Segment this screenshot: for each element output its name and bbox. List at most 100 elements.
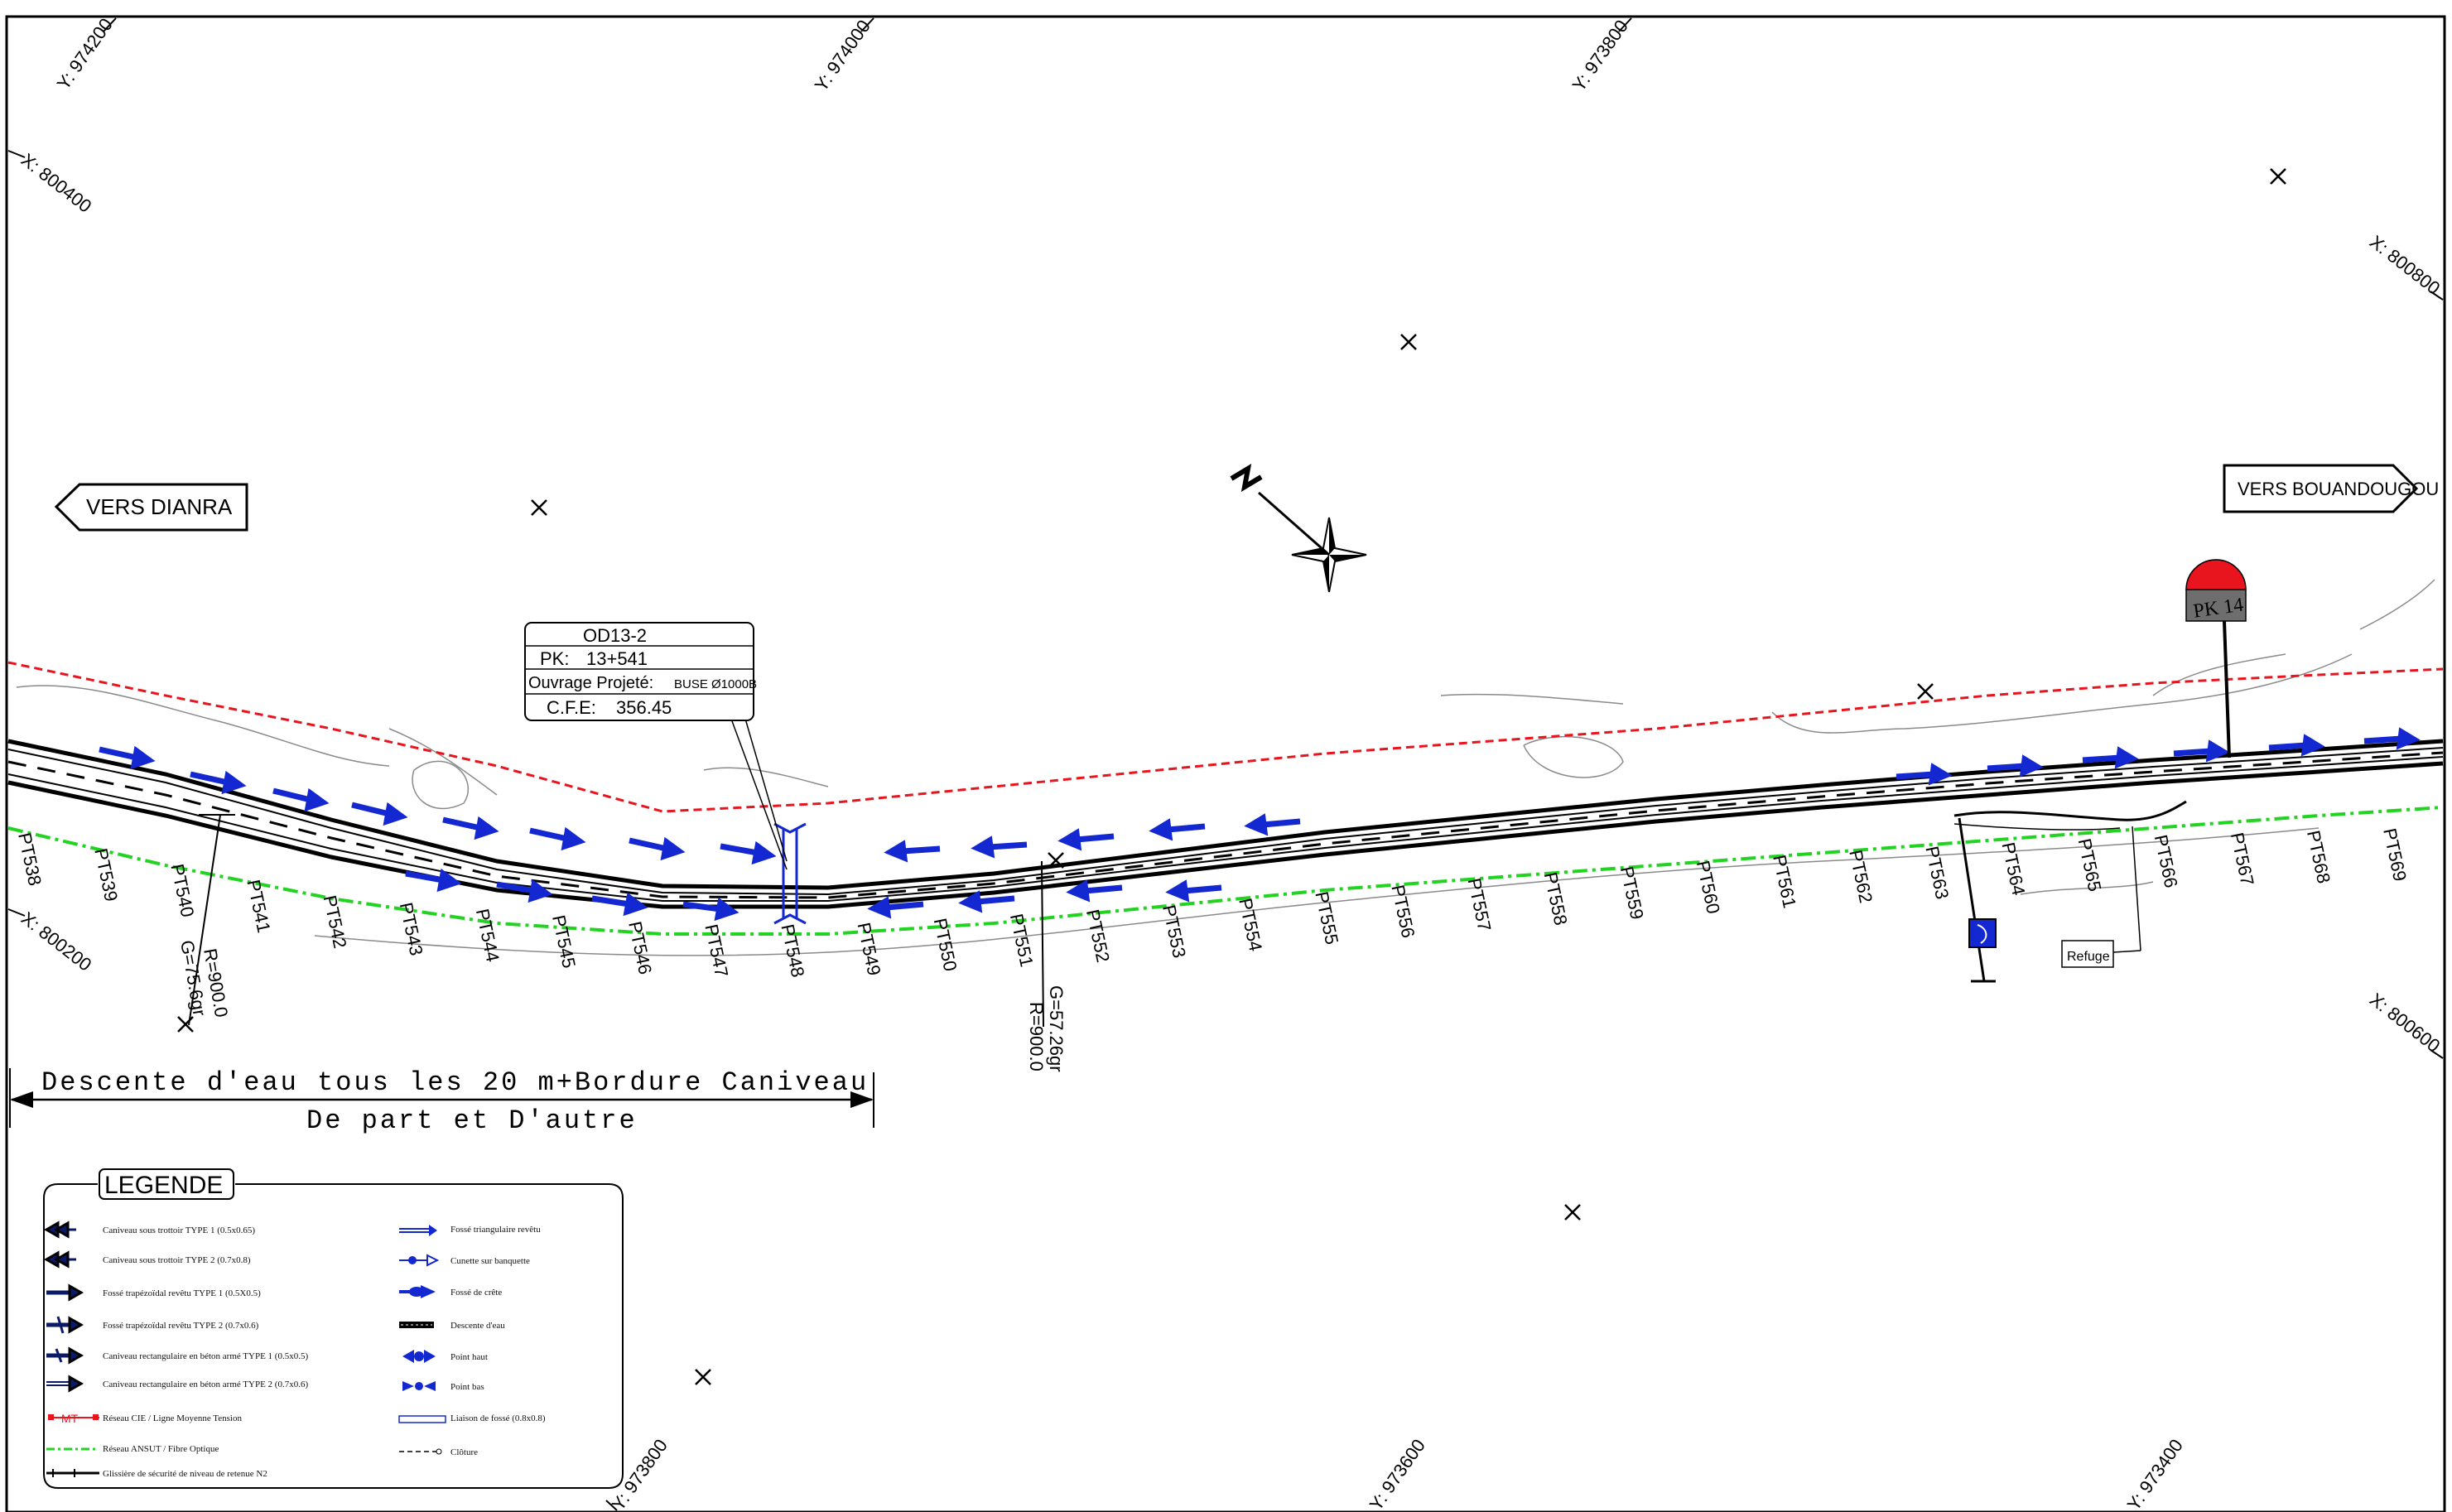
descente-eau-icon bbox=[399, 1322, 434, 1328]
profile-point-label: PT544 bbox=[472, 907, 503, 964]
legend-left-item: Fossé trapézoïdal revêtu TYPE 2 (0.7x0.6… bbox=[103, 1321, 259, 1331]
profile-point-label: PT552 bbox=[1082, 908, 1114, 965]
contour-lines bbox=[16, 579, 2435, 956]
note-line1: Descente d'eau tous les 20 m+Bordure Can… bbox=[41, 1067, 869, 1098]
legend-right-item: Point bas bbox=[450, 1382, 484, 1392]
caniveau-type1-icon bbox=[43, 1221, 76, 1239]
legend-right-item: Fossé de crête bbox=[450, 1288, 502, 1298]
legend-left-item: Réseau CIE / Ligne Moyenne Tension bbox=[103, 1413, 242, 1423]
grid-crosses bbox=[177, 168, 2286, 1385]
grid-label-top-2: Y: 974000 bbox=[811, 16, 874, 95]
profile-point-label: PT568 bbox=[2303, 829, 2334, 886]
profile-point-label: PT546 bbox=[624, 919, 656, 976]
legend-left-item: Caniveau sous trottoir TYPE 1 (0.5x0.65) bbox=[103, 1225, 255, 1235]
fosse-trapezoidal-type1-icon bbox=[46, 1283, 84, 1302]
drawing-frame bbox=[5, 15, 2446, 1512]
structure-box: OD13-2 PK: 13+541 Ouvrage Projeté: BUSE … bbox=[524, 622, 788, 870]
fosse-trapezoidal-type2-icon bbox=[46, 1316, 84, 1334]
profile-point-label: PT557 bbox=[1464, 876, 1496, 933]
mt-power-line bbox=[7, 661, 2444, 813]
structure-ouvrage-value: BUSE Ø1000B bbox=[674, 677, 757, 691]
structure-pk-label: PK: bbox=[540, 648, 569, 669]
profile-point-label: PT548 bbox=[777, 922, 808, 980]
drainage-arrows-upper bbox=[99, 727, 2421, 865]
culvert-buse bbox=[773, 822, 807, 925]
legend-left-item: Caniveau sous trottoir TYPE 2 (0.7x0.8) bbox=[103, 1255, 251, 1265]
profile-point-label: PT562 bbox=[1845, 848, 1876, 905]
legend-right-item: Cunette sur banquette bbox=[450, 1256, 530, 1266]
profile-point-label: PT561 bbox=[1769, 853, 1800, 910]
profile-point-label: PT569 bbox=[2379, 826, 2411, 884]
profile-point-label: PT545 bbox=[548, 913, 580, 970]
structure-pk-value: 13+541 bbox=[586, 648, 648, 669]
curve2-angle: G=57.26gr bbox=[1046, 985, 1067, 1072]
profile-point-label: PT554 bbox=[1235, 896, 1266, 953]
structure-ouvrage-label: Ouvrage Projeté: bbox=[528, 674, 653, 692]
road bbox=[7, 739, 2444, 909]
legend-left-item: Caniveau rectangulaire en béton armé TYP… bbox=[103, 1380, 308, 1389]
legend-right-item: Descente d'eau bbox=[450, 1321, 505, 1331]
direction-left-label: VERS DIANRA bbox=[86, 494, 233, 519]
legend-right-item: Clôture bbox=[450, 1447, 478, 1457]
legend-title: LEGENDE bbox=[104, 1172, 223, 1199]
caniveau-type2-icon bbox=[43, 1250, 76, 1269]
drainage-arrows-lower bbox=[405, 868, 1222, 922]
fosse-triangulaire-icon bbox=[399, 1225, 437, 1236]
profile-point-label: PT553 bbox=[1159, 903, 1190, 961]
cunette-banquette-icon bbox=[399, 1254, 440, 1267]
structure-cfe-label: C.F.E: bbox=[547, 697, 596, 718]
grid-label-top-1: Y: 974200 bbox=[53, 14, 117, 94]
profile-point-label: PT567 bbox=[2227, 831, 2258, 888]
profile-point-label: PT543 bbox=[396, 901, 427, 958]
legend-mt-tag: MT bbox=[61, 1412, 79, 1425]
profile-point-label: PT539 bbox=[90, 846, 122, 903]
direction-right: VERS BOUANDOUGOU bbox=[2223, 464, 2439, 513]
note-line2: De part et D'autre bbox=[306, 1105, 638, 1136]
profile-point-label: PT556 bbox=[1387, 883, 1419, 940]
point-haut-icon bbox=[402, 1350, 436, 1363]
legend-left-item: Fossé trapézoïdal revêtu TYPE 1 (0.5X0.5… bbox=[103, 1288, 261, 1298]
point-bas-icon bbox=[402, 1381, 436, 1391]
curve-annotations: R=900.0 G=75.6gr G=57.26gr R=900.0 bbox=[176, 814, 1067, 1072]
structure-cfe-value: 356.45 bbox=[616, 697, 672, 718]
grid-label-right-2: X: 800600 bbox=[2366, 989, 2444, 1056]
cloture-icon bbox=[399, 1448, 442, 1455]
liaison-fosse-icon bbox=[398, 1415, 446, 1423]
grid-label-right-1: X: 800800 bbox=[2366, 231, 2444, 298]
fibre-optic-line bbox=[7, 806, 2444, 936]
legend-left-item: Glissière de sécurité de niveau de reten… bbox=[103, 1469, 267, 1479]
legend: LEGENDE MT Caniveau sous trottoir TYPE 1 bbox=[43, 1168, 624, 1489]
profile-point-label: PT547 bbox=[701, 922, 732, 980]
legend-left-item: Caniveau rectangulaire en béton armé TYP… bbox=[103, 1351, 308, 1361]
legend-left-symbols bbox=[43, 1221, 99, 1477]
grid-label-bottom-2: Y: 973600 bbox=[1366, 1435, 1429, 1512]
profile-point-label: PT555 bbox=[1311, 889, 1342, 946]
structure-name: OD13-2 bbox=[583, 625, 647, 646]
profile-point-label: PT563 bbox=[1921, 845, 1953, 902]
legend-right-item: Fossé triangulaire revêtu bbox=[450, 1225, 541, 1235]
profile-point-label: PT564 bbox=[1998, 840, 2030, 898]
legend-right-item: Liaison de fossé (0.8x0.8) bbox=[450, 1413, 546, 1423]
legend-right-item: Point haut bbox=[450, 1352, 488, 1362]
legend-right-symbols bbox=[398, 1225, 446, 1455]
caniveau-rect-type1-icon bbox=[46, 1346, 84, 1365]
grid-label-left-1: X: 800400 bbox=[17, 149, 95, 216]
fosse-crete-icon bbox=[399, 1285, 436, 1298]
direction-left: VERS DIANRA bbox=[54, 483, 248, 532]
grid-label-left-2: X: 800200 bbox=[17, 908, 95, 975]
refuge-label: Refuge bbox=[2067, 950, 2110, 964]
pk-marker: PK 14 bbox=[2185, 559, 2247, 758]
grid-label-bottom-3: Y: 973400 bbox=[2123, 1435, 2187, 1512]
north-arrow-icon bbox=[1230, 464, 1367, 593]
mt-line-icon bbox=[48, 1414, 99, 1420]
caniveau-rect-type2-icon bbox=[46, 1375, 84, 1393]
profile-point-label: PT566 bbox=[2151, 833, 2182, 890]
glissiere-icon bbox=[46, 1469, 99, 1477]
profile-point-label: PT538 bbox=[14, 831, 46, 888]
direction-right-label: VERS BOUANDOUGOU bbox=[2238, 479, 2439, 499]
legend-left-item: Réseau ANSUT / Fibre Optique bbox=[103, 1444, 219, 1454]
curve2-radius: R=900.0 bbox=[1026, 1002, 1047, 1071]
grid-label-top-3: Y: 973800 bbox=[1568, 16, 1632, 95]
refuge-sign: Refuge bbox=[1958, 817, 2141, 983]
